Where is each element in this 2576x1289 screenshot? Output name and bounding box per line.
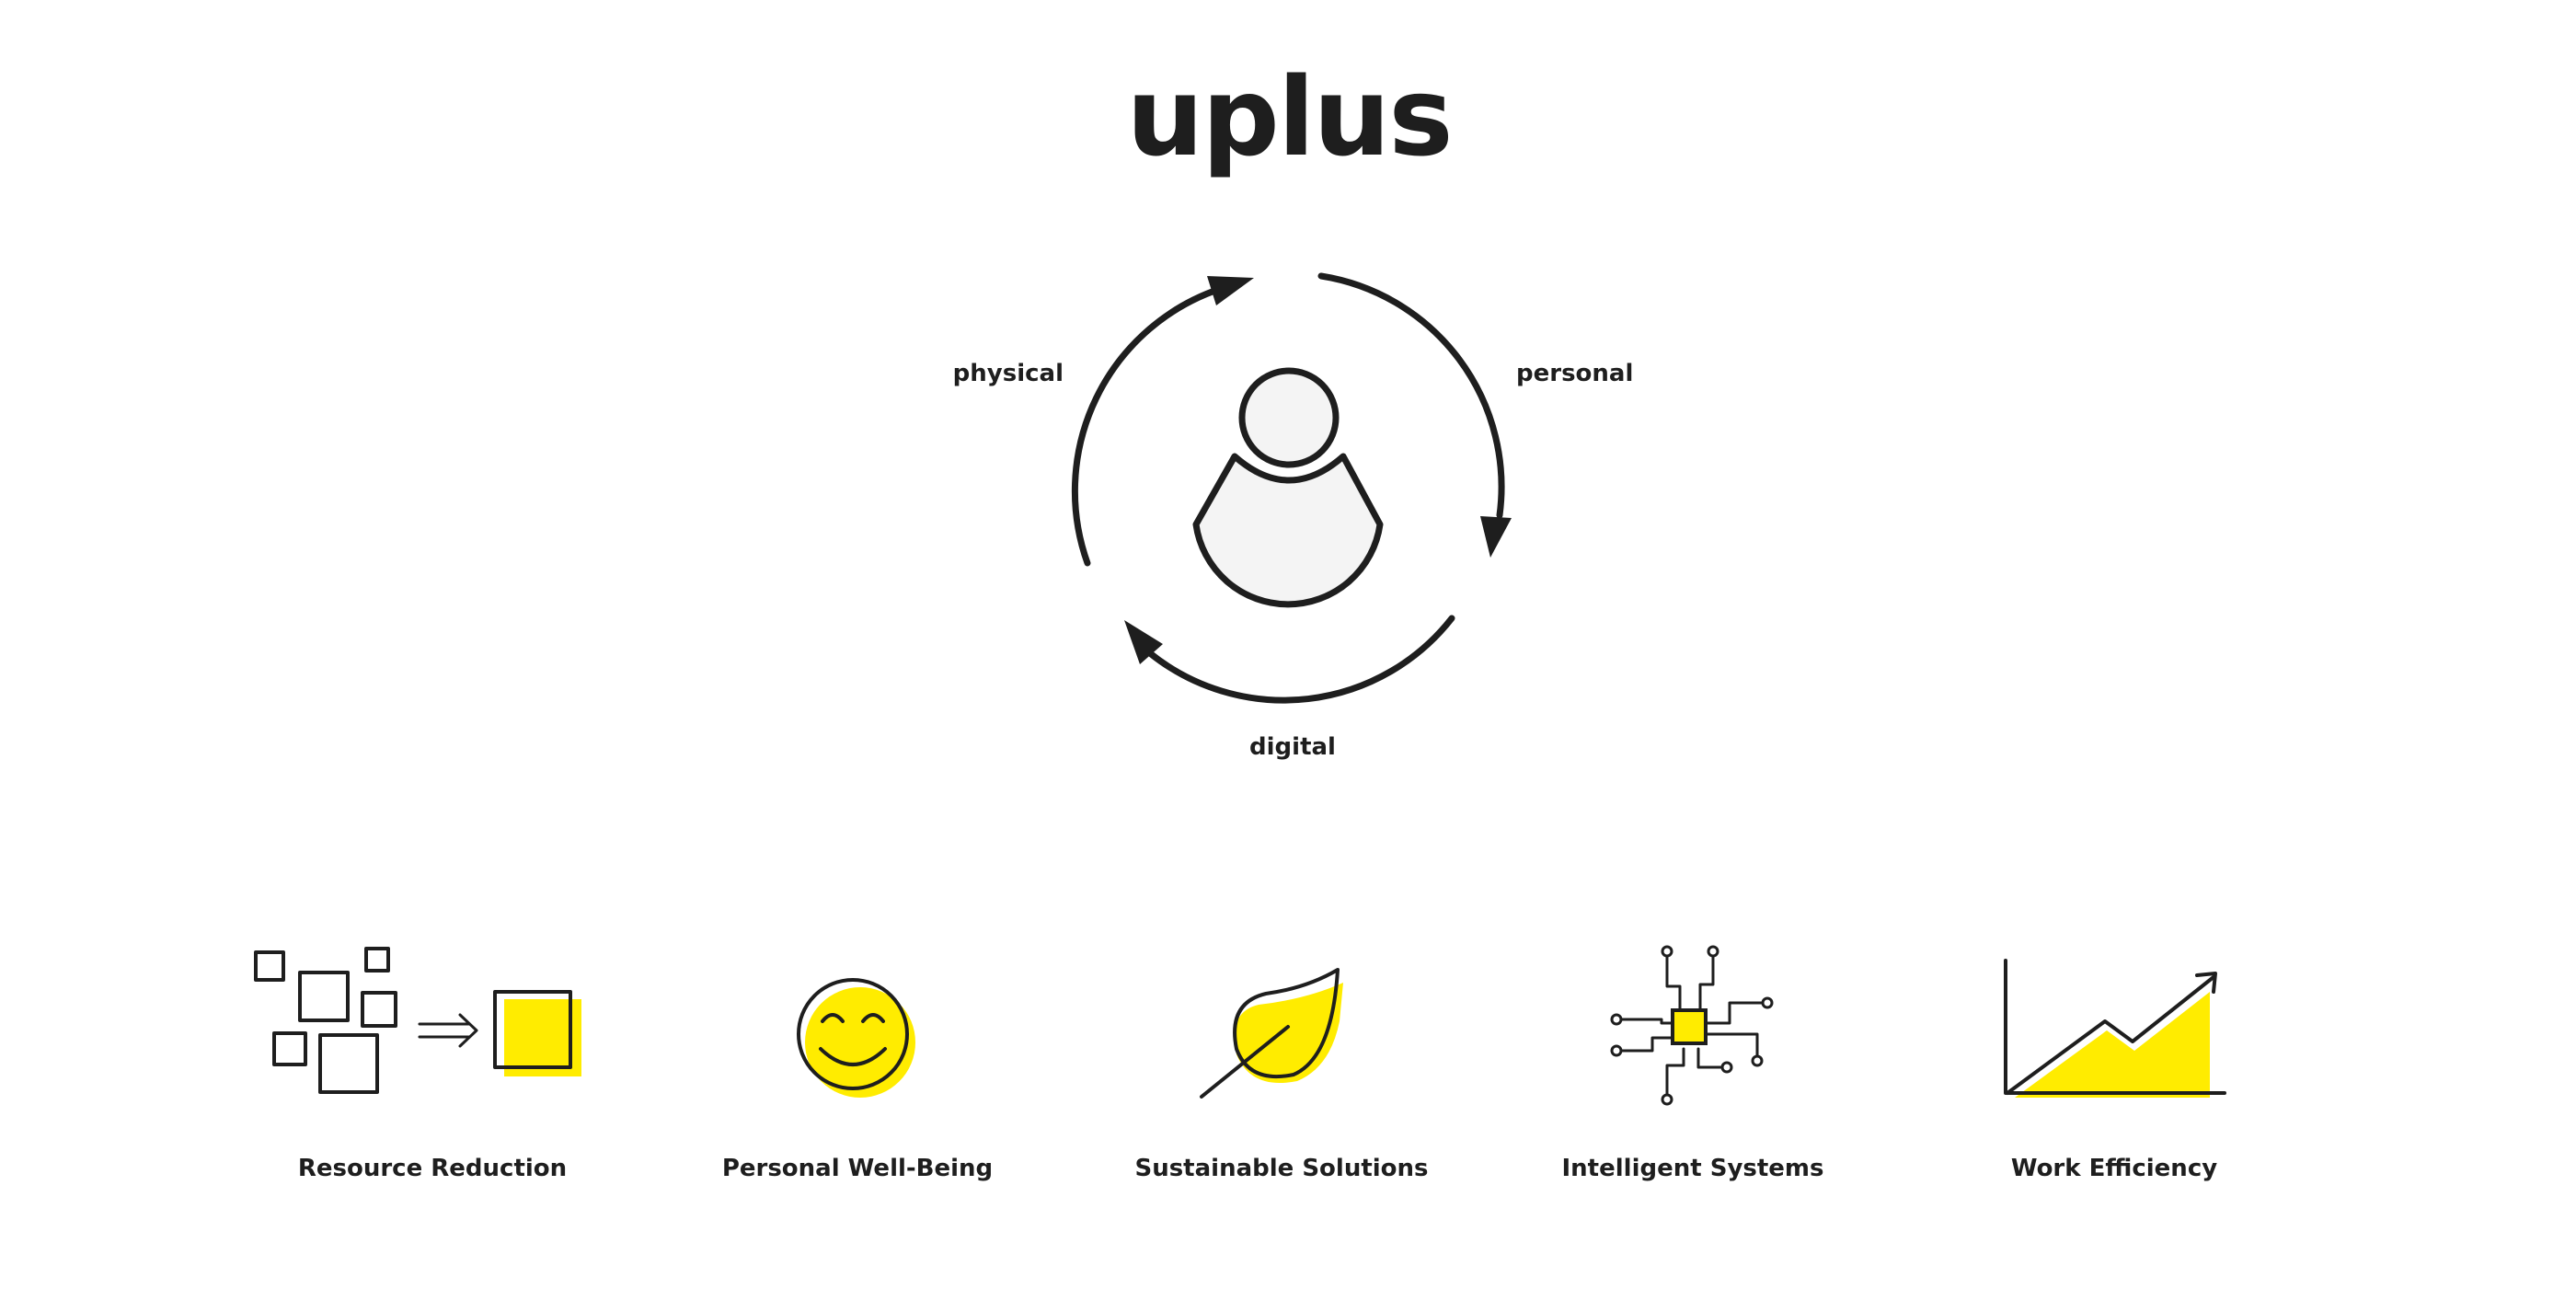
label-physical: physical xyxy=(953,360,1064,387)
chip-icon xyxy=(1610,945,1774,1106)
label-digital: digital xyxy=(1249,733,1336,761)
feature-resource-reduction: Resource Reduction xyxy=(254,947,581,1182)
feature-personal-well-being: Personal Well-Being xyxy=(722,978,993,1182)
arrowhead-physical xyxy=(1207,276,1254,305)
arrowhead-personal xyxy=(1480,516,1512,558)
growth-chart-icon xyxy=(2004,959,2226,1098)
feature-label: Work Efficiency xyxy=(2011,1155,2217,1182)
feature-label: Resource Reduction xyxy=(298,1155,567,1182)
leaf-icon xyxy=(1200,968,1343,1099)
arrowhead-digital xyxy=(1124,620,1163,664)
uplus-logo: uplus xyxy=(1126,53,1451,180)
cycle-diagram: physical personal digital xyxy=(953,272,1633,761)
feature-intelligent-systems: Intelligent Systems xyxy=(1562,945,1824,1182)
arc-personal xyxy=(1317,272,1505,519)
feature-sustainable-solutions: Sustainable Solutions xyxy=(1134,968,1429,1182)
arc-physical xyxy=(1071,285,1224,567)
feature-work-efficiency: Work Efficiency xyxy=(2004,959,2226,1182)
feature-label: Sustainable Solutions xyxy=(1134,1155,1428,1182)
arc-digital xyxy=(1146,615,1455,704)
smiley-icon xyxy=(797,978,915,1098)
person-icon xyxy=(1192,367,1384,608)
resource-reduction-icon xyxy=(254,947,581,1094)
feature-label: Personal Well-Being xyxy=(722,1155,993,1182)
feature-label: Intelligent Systems xyxy=(1562,1155,1824,1182)
label-personal: personal xyxy=(1516,360,1633,387)
